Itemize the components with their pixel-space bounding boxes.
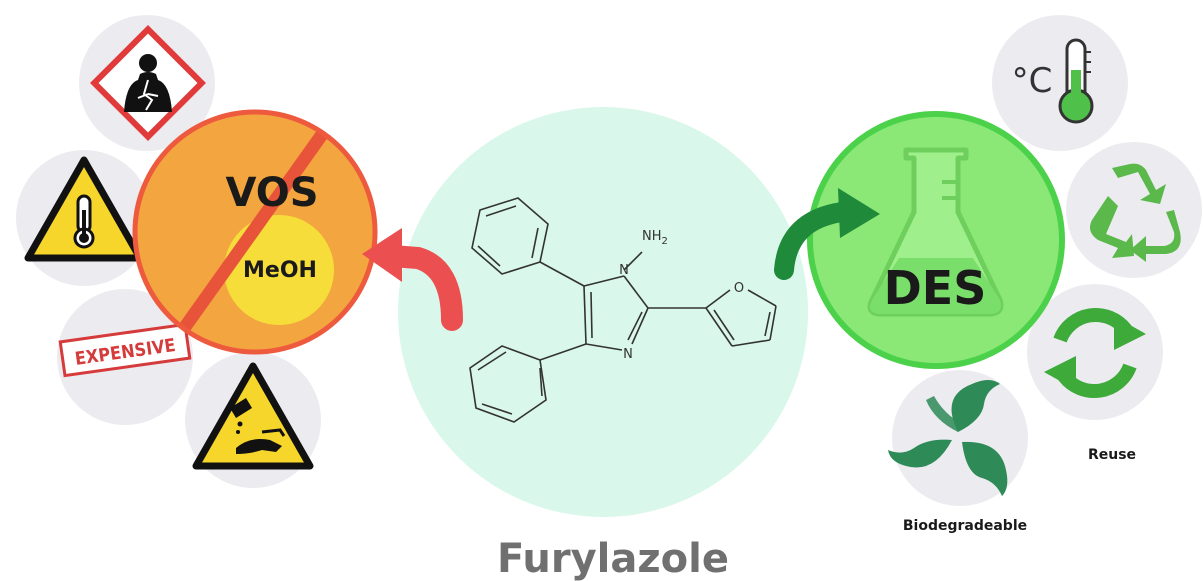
reuse-circle — [1027, 284, 1163, 420]
atom-nh2: NH2 — [642, 229, 668, 247]
vos-circle: VOS MeOH — [132, 109, 378, 355]
expensive-stamp-icon: EXPENSIVE — [58, 322, 192, 378]
atom-o: O — [734, 281, 744, 296]
prohibition-slash — [164, 112, 344, 352]
health-hazard-icon — [90, 25, 206, 141]
heat-warning-circle — [16, 150, 152, 286]
temperature-icon: °C — [1012, 38, 1094, 124]
temperature-circle: °C — [992, 15, 1128, 151]
des-label: DES — [884, 261, 987, 315]
reuse-icon — [1044, 307, 1146, 399]
expensive-circle: EXPENSIVE — [57, 289, 193, 425]
celsius-symbol: °C — [1012, 61, 1053, 101]
biodegradable-circle — [888, 370, 1028, 506]
des-circle: DES — [807, 111, 1065, 369]
corrosive-circle — [185, 352, 321, 488]
atom-n1: N — [619, 263, 629, 278]
corrosive-icon — [192, 362, 314, 470]
center-circle — [398, 107, 808, 517]
heat-warning-icon — [24, 156, 144, 262]
reuse-label: Reuse — [1088, 447, 1136, 463]
health-hazard-circle — [79, 15, 215, 151]
recycle-icon — [1090, 163, 1181, 262]
left-arrow — [362, 228, 463, 331]
vos-label: VOS — [225, 170, 318, 216]
flask-icon — [867, 147, 1004, 317]
right-arrow — [774, 188, 880, 280]
molecule-structure — [469, 197, 777, 423]
compound-title: Furylazole — [497, 536, 729, 581]
biodegradable-icon — [888, 380, 1008, 496]
recycle-circle — [1066, 142, 1202, 278]
meoh-label: MeOH — [243, 258, 317, 283]
biodegradable-label: Biodegradeable — [903, 518, 1027, 534]
atom-n3: N — [623, 347, 633, 362]
